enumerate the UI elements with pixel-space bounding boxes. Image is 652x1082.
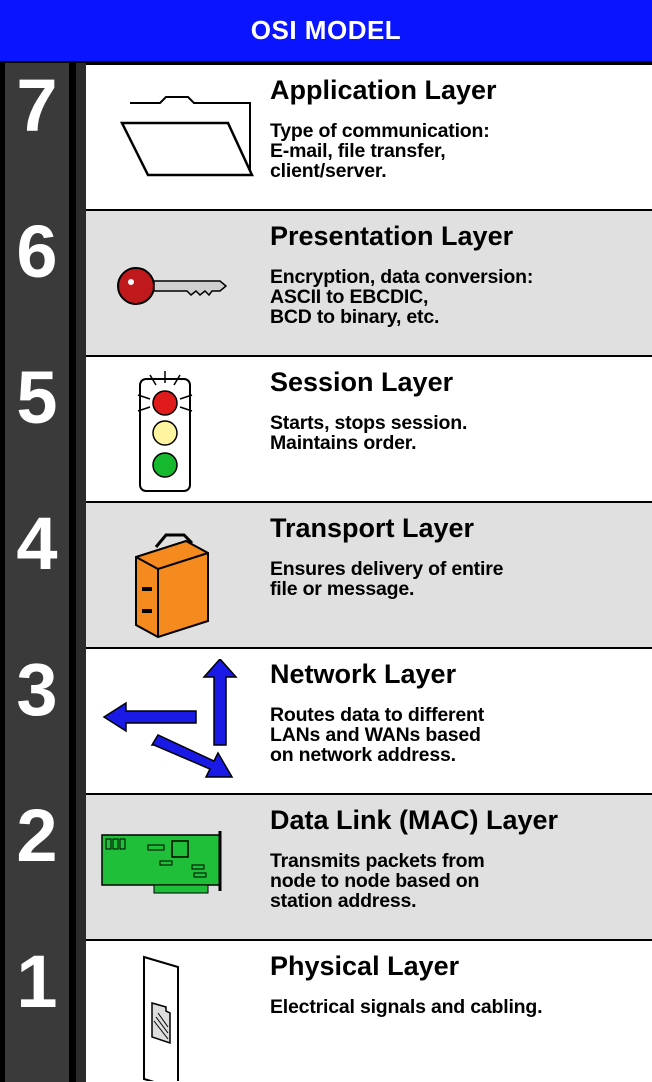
layer-number: 5 <box>16 356 58 439</box>
arrows-icon <box>102 659 238 778</box>
layer-number-cell: 2 <box>5 793 73 939</box>
layer-number: 4 <box>16 502 58 585</box>
layer-number: 1 <box>16 940 58 1023</box>
layer-name: Transport Layer <box>270 513 475 543</box>
layer-name: Application Layer <box>270 75 497 105</box>
layer-name: Network Layer <box>270 659 457 689</box>
layer-panel: Transport Layer Ensures delivery of enti… <box>86 501 652 647</box>
layer-number: 6 <box>16 210 58 293</box>
layer-panel: Session Layer Starts, stops session. Mai… <box>86 355 652 501</box>
layer-panel: Network Layer Routes data to different L… <box>86 647 652 793</box>
layer-row-4: 4 Transport Layer Ensures delivery of en… <box>0 501 652 647</box>
suitcase-icon <box>135 533 209 639</box>
folder-icon <box>119 96 254 177</box>
layer-number-cell: 6 <box>5 209 73 355</box>
layer-row-5: 5 Session Layer Starts, stops session. M… <box>0 355 652 501</box>
layer-number: 3 <box>16 648 58 731</box>
layer-name: Physical Layer <box>270 951 460 981</box>
layer-name: Session Layer <box>270 367 454 397</box>
layer-row-1: 1 Physical Layer Electrical signals and … <box>0 939 652 1082</box>
layer-row-3: 3 Network Layer Routes data to different… <box>0 647 652 793</box>
diagram-header: OSI MODEL <box>0 0 652 63</box>
layer-description: Starts, stops session. Maintains order. <box>270 412 468 454</box>
layer-description: Transmits packets from node to node base… <box>270 850 485 912</box>
layer-number-cell: 1 <box>5 939 73 1082</box>
layer-description: Electrical signals and cabling. <box>270 996 543 1018</box>
layer-description: Ensures delivery of entire file or messa… <box>270 558 504 600</box>
wall-jack-icon <box>143 955 179 1081</box>
network-card-icon <box>101 831 222 894</box>
layer-description: Routes data to different LANs and WANs b… <box>270 704 485 766</box>
layer-description: Type of communication: E-mail, file tran… <box>270 120 490 182</box>
layer-number: 2 <box>16 794 58 877</box>
layer-row-2: 2 Data Link (MAC) Layer Transmits packet… <box>0 793 652 939</box>
layer-row-7: 7 Application Layer Type of communicatio… <box>0 63 652 209</box>
layer-number: 7 <box>16 64 58 147</box>
layer-panel: Application Layer Type of communication:… <box>86 63 652 209</box>
layer-panel: Data Link (MAC) Layer Transmits packets … <box>86 793 652 939</box>
layer-name: Data Link (MAC) Layer <box>270 805 559 835</box>
layer-panel: Presentation Layer Encryption, data conv… <box>86 209 652 355</box>
layer-row-6: 6 Presentation Layer Encryption, data co… <box>0 209 652 355</box>
layer-panel: Physical Layer Electrical signals and ca… <box>86 939 652 1082</box>
layer-number-cell: 3 <box>5 647 73 793</box>
layer-number-cell: 7 <box>5 63 73 209</box>
key-icon <box>117 267 228 305</box>
layer-description: Encryption, data conversion: ASCII to EB… <box>270 266 534 328</box>
diagram-title: OSI MODEL <box>250 15 402 45</box>
layer-number-cell: 5 <box>5 355 73 501</box>
layer-number-cell: 4 <box>5 501 73 647</box>
traffic-light-icon <box>137 371 193 492</box>
layer-name: Presentation Layer <box>270 221 514 251</box>
